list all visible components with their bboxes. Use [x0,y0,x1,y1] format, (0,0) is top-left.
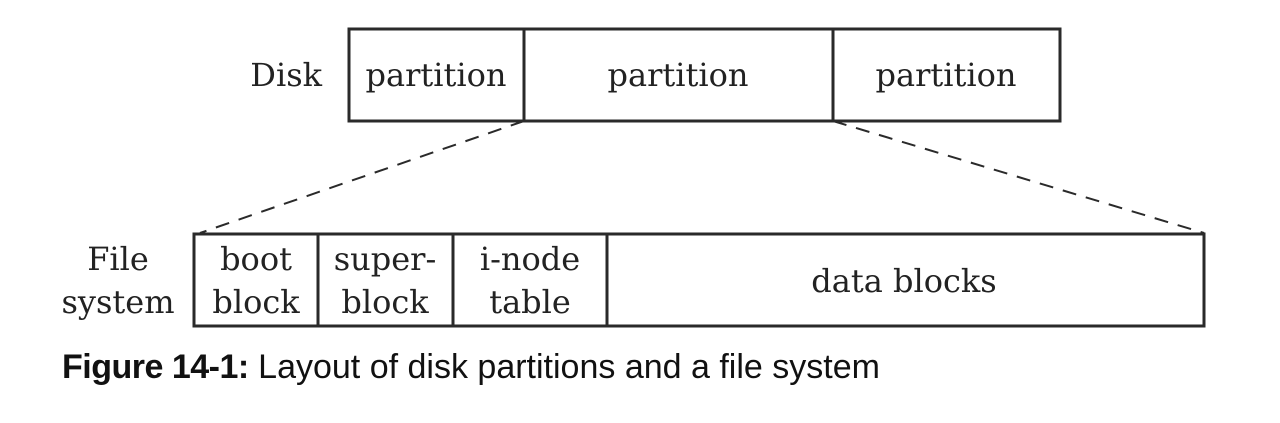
inode-table-line2: table [489,283,571,321]
partition-label-2: partition [608,56,749,94]
expansion-line-left [199,120,525,234]
boot-block-box [192,232,320,328]
partition-label-1: partition [366,56,507,94]
partition-box-1 [347,27,526,123]
data-blocks-label: data blocks [811,262,996,300]
disk-label: Disk [250,56,322,94]
caption-label: Figure 14-1: [62,348,249,386]
file-system-label-line1: File [87,240,149,278]
data-blocks-box [605,232,1206,328]
partition-label-3: partition [876,56,1017,94]
partition-box-2 [522,27,835,123]
inode-table-line1: i-node [480,240,580,278]
file-system-label-line2: system [61,283,174,321]
figure-caption: Figure 14-1: Layout of disk partitions a… [62,348,880,387]
superblock-line2: block [341,283,429,321]
boot-block-line1: boot [220,240,292,278]
partition-box-3 [831,27,1062,123]
caption-text: Layout of disk partitions and a file sys… [258,348,880,386]
superblock-line1: super- [334,240,437,278]
inode-table-box [451,232,609,328]
expansion-line-right [832,120,1205,234]
superblock-box [316,232,455,328]
boot-block-line2: block [212,283,300,321]
